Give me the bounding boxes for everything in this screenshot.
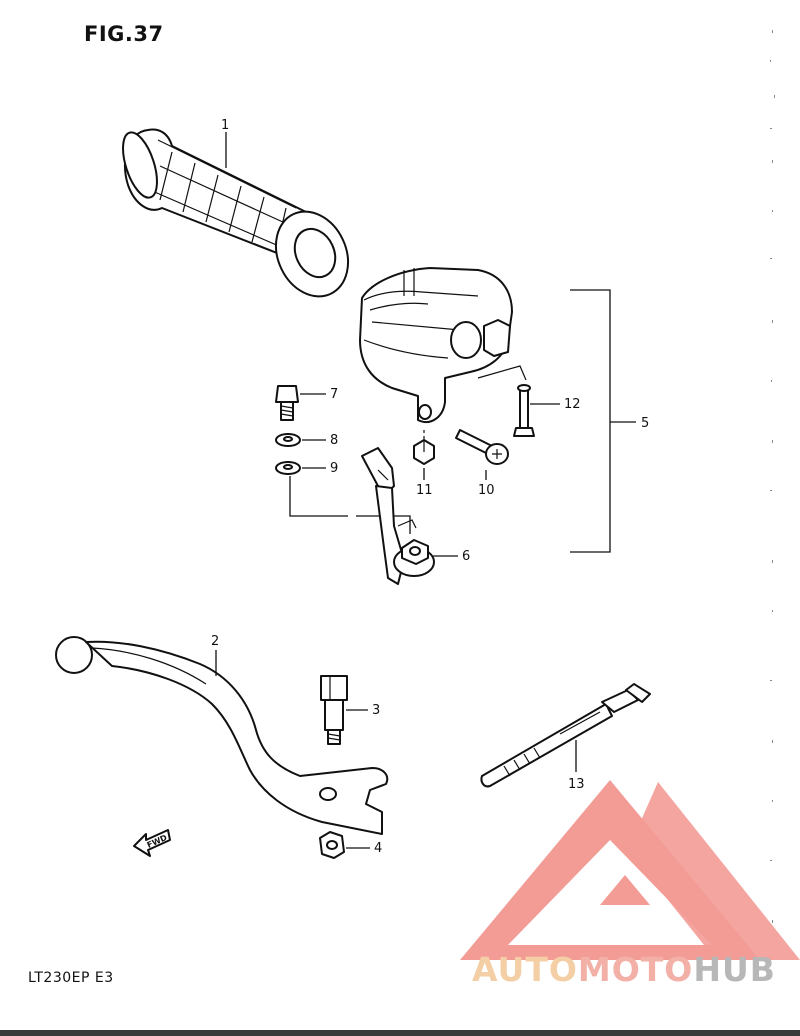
part-13-cable-tie [480,683,651,788]
part-2-brake-lever [55,636,389,835]
callout-12: 12 [564,397,581,412]
callout-5: 5 [641,416,649,431]
part-5-switch-housing [359,267,527,423]
watermark-moto: MOTO [577,950,694,989]
assembly-line-9b [356,515,411,534]
callout-13: 13 [568,777,585,792]
callout-4: 4 [374,841,382,856]
callout-6: 6 [462,549,470,564]
part-1-grip [122,128,349,298]
figure-title: FIG.37 [84,22,164,46]
part-8-washer [275,433,301,447]
part-9-washer [275,461,301,475]
fwd-label: FWD [146,833,169,850]
part-11-nut [413,439,435,465]
scan-noise [770,30,775,923]
callout-10: 10 [478,483,495,498]
part-3-pivot-bolt [320,675,348,745]
callout-7: 7 [330,387,338,402]
callout-2: 2 [211,634,219,649]
part-6-choke-lever [361,447,435,585]
assembly-line-9 [289,476,348,517]
callout-11: 11 [416,483,433,498]
watermark-text: AUTOMOTOHUB [472,950,776,989]
callout-8: 8 [330,433,338,448]
part-12-screw [513,384,535,437]
callout-3: 3 [372,703,380,718]
part-4-nut [319,831,345,859]
part-10-screw [455,429,509,465]
part-7-bolt [275,385,299,421]
watermark-auto: AUTO [472,950,578,989]
callout-1: 1 [221,118,229,133]
watermark-hub: HUB [693,950,776,989]
watermark-logo [460,780,800,960]
model-code: LT230EP E3 [28,970,114,986]
callout-9: 9 [330,461,338,476]
fwd-direction-arrow: FWD [133,829,171,857]
scan-bottom-edge [0,1030,800,1036]
assembly-bracket-5 [570,289,611,553]
